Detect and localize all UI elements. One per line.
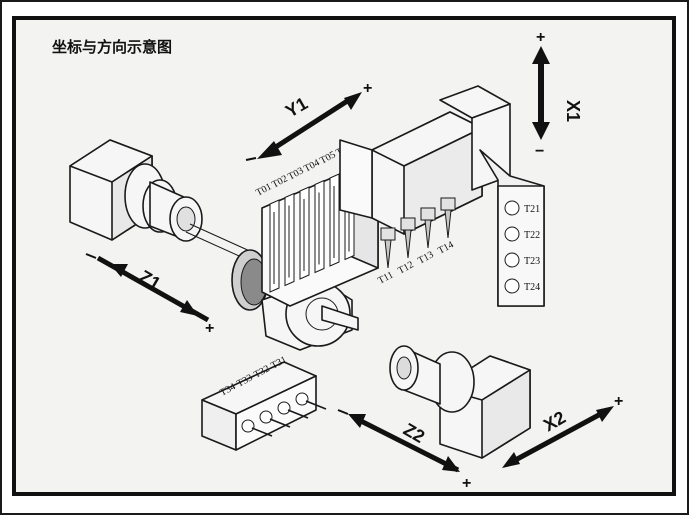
x1-minus-sign: − <box>535 143 544 160</box>
column-hole-t21 <box>504 200 520 216</box>
sub-tool-chuck-t33 <box>259 410 273 424</box>
drill-chuck-t12 <box>400 217 416 231</box>
y1-plus-sign: + <box>363 80 372 97</box>
column-hole-t23 <box>504 252 520 268</box>
drill-bits <box>380 197 456 269</box>
column-label-t24: T24 <box>524 282 540 293</box>
drill-chuck-t11 <box>380 227 396 241</box>
sub-tool-bit-t33 <box>269 418 291 428</box>
y1-axis-arrow <box>245 92 362 161</box>
x1-plus-sign: + <box>536 29 545 46</box>
sub-tool-holders <box>241 392 327 437</box>
diagram-title: 坐标与方向示意图 <box>52 38 172 56</box>
drill-chuck-t14 <box>440 197 456 211</box>
sub-tool-block <box>201 361 317 451</box>
column-label-t21: T21 <box>524 204 540 215</box>
z1-plus-sign: + <box>205 320 214 337</box>
x1-axis-label: X1 <box>563 100 583 122</box>
sub-tool-bit-t32 <box>287 409 309 419</box>
drill-bit-t14 <box>444 209 452 239</box>
drill-bit-t11 <box>384 239 392 269</box>
drill-chuck-t13 <box>420 207 436 221</box>
sub-spindle <box>389 345 531 459</box>
drill-bit-t13 <box>424 219 432 249</box>
x1-axis-arrow <box>532 46 550 140</box>
sub-tool-chuck-t32 <box>277 401 291 415</box>
column-label-t23: T23 <box>524 256 540 267</box>
z1-axis-arrow <box>85 253 210 323</box>
z2-axis-arrow <box>337 409 460 473</box>
gang-tool-blades <box>269 166 355 293</box>
sub-tool-bit-t34 <box>251 427 273 437</box>
sub-tool-bit-t31 <box>305 400 327 410</box>
column-label-t22: T22 <box>524 230 540 241</box>
column-hole-t24 <box>504 278 520 294</box>
main-spindle <box>69 139 253 261</box>
column-hole-t22 <box>504 226 520 242</box>
column-tool-holes <box>504 200 520 294</box>
z2-plus-sign: + <box>462 475 471 492</box>
sub-tool-chuck-t31 <box>295 392 309 406</box>
x2-axis-arrow <box>502 406 614 468</box>
x2-plus-sign: + <box>614 393 623 410</box>
drill-bit-t12 <box>404 229 412 259</box>
sub-tool-chuck-t34 <box>241 419 255 433</box>
